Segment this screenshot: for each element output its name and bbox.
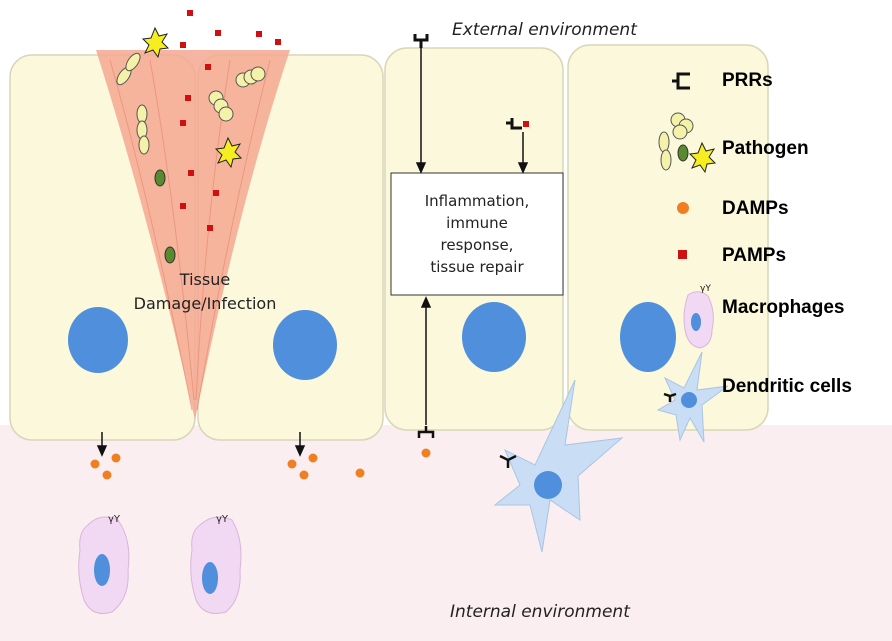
macrophage-1: γY bbox=[78, 514, 130, 614]
box-line-1: Inflammation, bbox=[424, 192, 530, 210]
external-environment-label: External environment bbox=[452, 20, 637, 40]
tissue-label-line1: Tissue bbox=[179, 270, 231, 289]
prr-receptor-icon bbox=[413, 32, 429, 50]
nucleus-3 bbox=[462, 302, 526, 372]
legend-prr-icon bbox=[672, 72, 690, 90]
prr-pamp-complex bbox=[506, 118, 522, 130]
dendritic-cell bbox=[493, 379, 624, 553]
internal-environment-label: Internal environment bbox=[450, 602, 630, 622]
legend-pamps-label: PAMPs bbox=[722, 245, 787, 266]
box-line-4: tissue repair bbox=[430, 258, 524, 276]
legend-macrophage-icon: γY bbox=[683, 284, 714, 349]
damp-dots bbox=[90, 448, 431, 480]
box-line-3: response, bbox=[440, 236, 514, 254]
legend-damp-icon bbox=[677, 202, 689, 214]
legend-pathogen-icon bbox=[658, 112, 717, 174]
legend-prrs-label: PRRs bbox=[722, 70, 773, 91]
legend-dendritic-icon bbox=[656, 351, 729, 443]
wound-texture bbox=[109, 59, 271, 411]
inflammation-box-text: Inflammation, immune response, tissue re… bbox=[391, 173, 563, 295]
legend-dendritic-label: Dendritic cells bbox=[722, 376, 852, 397]
svg-text:γY: γY bbox=[108, 514, 121, 525]
signal-arrows bbox=[96, 48, 529, 457]
legend-pamp-icon bbox=[678, 250, 687, 259]
nucleus-1 bbox=[68, 307, 128, 373]
inflammation-box bbox=[390, 172, 564, 296]
svg-text:γY: γY bbox=[216, 514, 229, 525]
nucleus-2 bbox=[273, 310, 337, 380]
svg-text:γY: γY bbox=[700, 284, 711, 294]
macrophage-2: γY bbox=[190, 514, 242, 614]
wound-pathogens bbox=[116, 26, 266, 264]
legend-pathogen-label: Pathogen bbox=[722, 138, 809, 159]
box-line-2: immune bbox=[446, 214, 508, 232]
pamp-squares bbox=[180, 10, 529, 231]
prr-internal-icon bbox=[417, 426, 435, 438]
legend-damps-label: DAMPs bbox=[722, 198, 789, 219]
nucleus-4 bbox=[620, 302, 676, 372]
internal-environment-area bbox=[0, 425, 892, 641]
epithelial-cell-4 bbox=[567, 44, 769, 431]
tissue-label-line2: Damage/Infection bbox=[133, 294, 277, 313]
tissue-damage-label: Tissue Damage/Infection bbox=[110, 268, 300, 316]
legend-macrophages-label: Macrophages bbox=[722, 297, 845, 318]
